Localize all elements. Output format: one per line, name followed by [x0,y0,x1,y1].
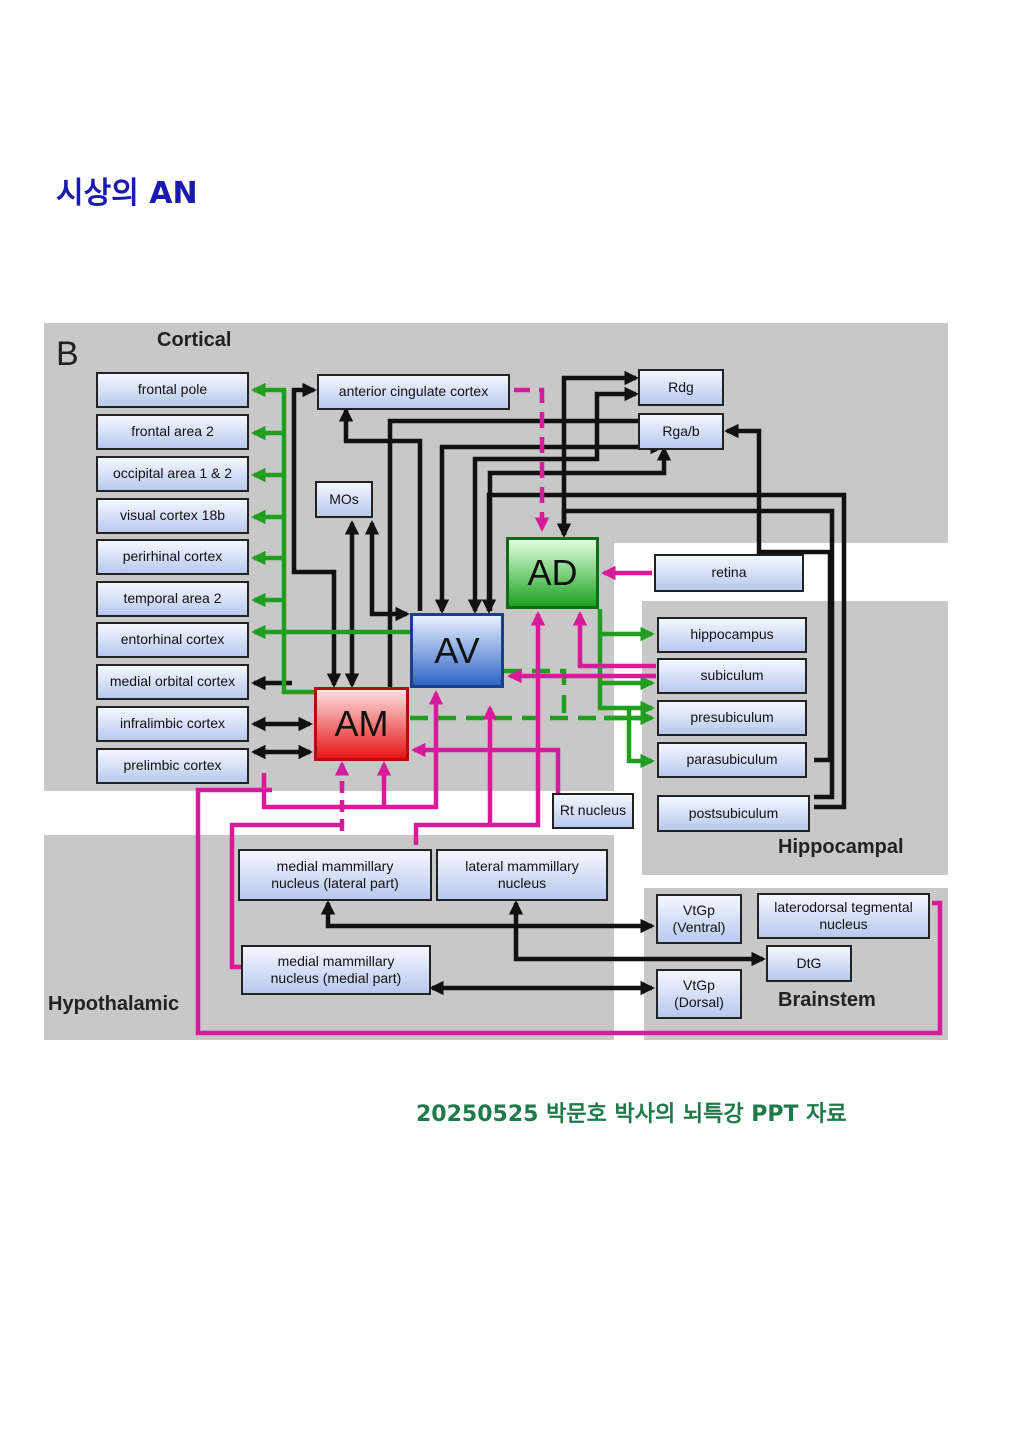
green-arrows [251,382,655,769]
box-hippocampus: hippocampus [657,617,807,653]
box-retina: retina [654,554,804,592]
arrow-acc-av [338,407,423,611]
panel-letter: B [56,335,79,373]
mag-ltn-am [195,787,943,1036]
arrow-paraub-rga [724,423,833,763]
region-label-brainstem: Brainstem [778,989,876,1011]
cortex-box-frontal-area-2: frontal area 2 [96,414,249,450]
box-parasubiculum: parasubiculum [657,742,807,778]
green-trunk [251,382,316,695]
cortex-box-medial-orbital: medial orbital cortex [96,664,249,700]
region-label-hippocampal: Hippocampal [778,836,904,858]
mag-rt-am [411,742,561,795]
box-lateral-mammillary: lateral mammillary nucleus [436,849,608,901]
box-mos: MOs [315,481,373,518]
cortex-box-occipital: occipital area 1 & 2 [96,456,249,492]
cortex-box-frontal-pole: frontal pole [96,372,249,408]
box-rt-nucleus: Rt nucleus [552,793,634,829]
cortex-box-entorhinal: entorhinal cortex [96,622,249,658]
box-presubiculum: presubiculum [657,700,807,736]
box-rga: Rga/b [638,413,724,450]
arrow-postsub-ad [481,492,847,810]
nucleus-am: AM [314,687,409,761]
cortex-box-infralimbic: infralimbic cortex [96,706,249,742]
box-medial-mammillary-lateral: medial mammillary nucleus (lateral part) [238,849,432,901]
mag-lm-av [413,705,498,845]
arrow-rdg-av [467,386,639,614]
cortex-box-temporal-2: temporal area 2 [96,581,249,617]
page-title: 시상의 AN [56,176,198,211]
cortex-box-visual-18b: visual cortex 18b [96,498,249,534]
green-ad-parasub [626,708,655,769]
black-arrows [251,370,847,996]
region-label-hypothalamic: Hypothalamic [48,993,180,1015]
box-dtg: DtG [766,945,852,982]
cortex-box-perirhinal: perirhinal cortex [96,539,249,575]
box-laterodorsal-tegmental: laterodorsal tegmental nucleus [757,893,930,939]
nucleus-ad: AD [506,537,599,609]
mag-mmm-am [229,822,342,970]
box-vtgp-ventral: VtGp (Ventral) [656,894,742,944]
nucleus-av: AV [410,613,504,688]
box-vtgp-dorsal: VtGp (Dorsal) [656,969,742,1019]
region-label-cortical: Cortical [157,329,232,351]
mag-plc-av [384,690,444,810]
box-rdg: Rdg [638,369,724,406]
green-av-hippo [504,668,567,718]
mag-lm-ad [490,611,546,828]
box-postsubiculum: postsubiculum [657,795,810,832]
mag-acc-ad [514,387,550,532]
mag-sub-ad [572,611,656,669]
box-medial-mammillary-medial: medial mammillary nucleus (medial part) [241,945,431,995]
magenta-arrows [195,387,943,1036]
arrow-mos-av [364,520,410,622]
arrow-acc-am [291,382,342,688]
arrow-lm-dtg [508,900,766,967]
an-connectivity-diagram: B Cortical Hippocampal Hypothalamic Brai… [44,323,948,1040]
footer-credit: 20250525 박문호 박사의 뇌특강 PPT 자료 [416,1102,847,1127]
box-anterior-cingulate: anterior cingulate cortex [317,374,510,410]
green-ad-presub [597,683,655,716]
arrow-ad-rdg [561,370,639,535]
cortex-box-prelimbic: prelimbic cortex [96,748,249,784]
box-subiculum: subiculum [657,658,807,694]
